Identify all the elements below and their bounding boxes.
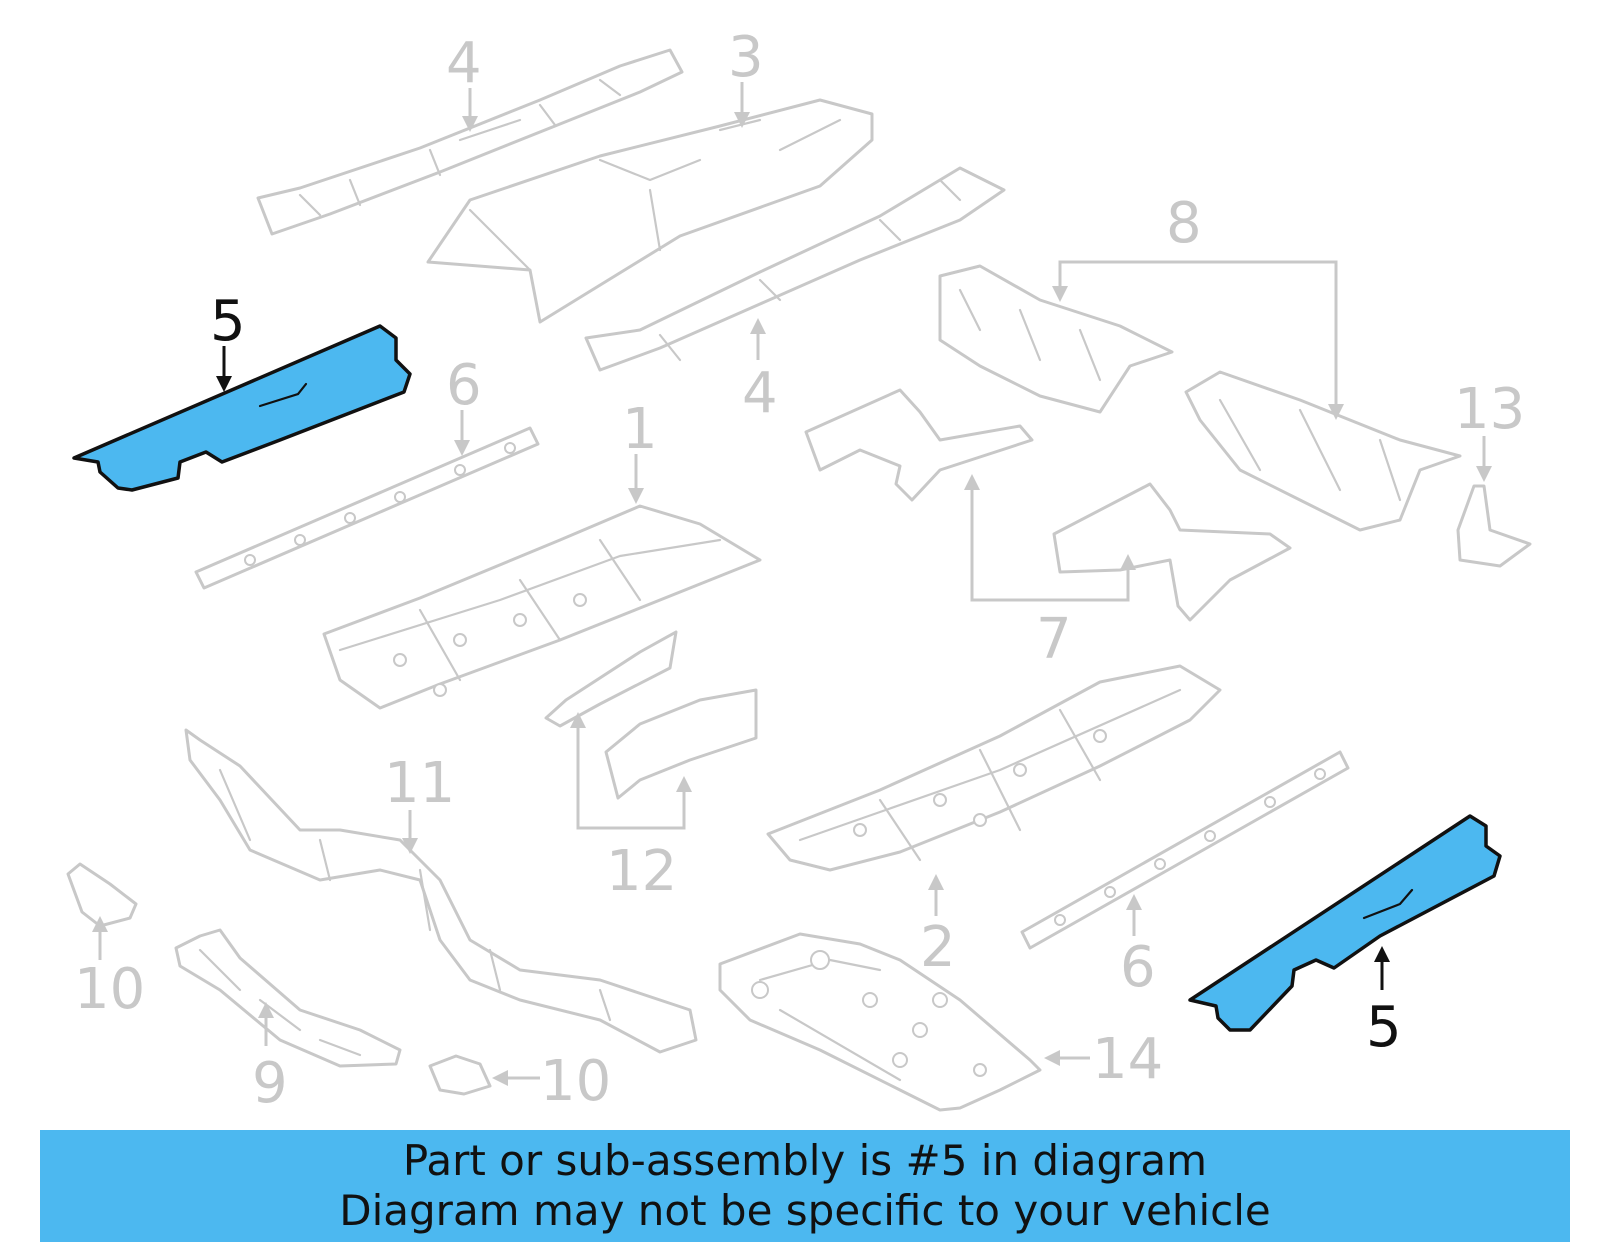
callout-13: 13 <box>1454 377 1525 482</box>
svg-text:14: 14 <box>1092 1027 1163 1092</box>
callout-6-right: 6 <box>1120 894 1156 1000</box>
part-1-front-floor-pan <box>322 504 762 710</box>
part-3-floor-tunnel <box>426 98 874 324</box>
svg-text:2: 2 <box>920 915 956 980</box>
part-4-mid-rail <box>584 166 1006 372</box>
info-banner: Part or sub-assembly is #5 in diagram Di… <box>40 1130 1570 1242</box>
svg-text:5: 5 <box>1366 995 1402 1060</box>
callout-12: 12 <box>570 712 692 904</box>
callout-5-left: 5 <box>210 289 246 392</box>
svg-text:5: 5 <box>210 289 246 354</box>
banner-line-part-number: Part or sub-assembly is #5 in diagram <box>402 1136 1208 1185</box>
callout-5-right: 5 <box>1366 946 1402 1060</box>
svg-text:4: 4 <box>446 31 482 96</box>
svg-text:1: 1 <box>622 397 658 462</box>
callout-9: 9 <box>252 1002 288 1116</box>
svg-text:10: 10 <box>540 1049 611 1114</box>
svg-text:3: 3 <box>728 25 764 90</box>
callout-14: 14 <box>1044 1027 1163 1092</box>
part-5-right-highlighted <box>1188 814 1502 1032</box>
callout-8: 8 <box>1052 191 1344 420</box>
part-2-rear-floor-pan <box>766 664 1222 872</box>
svg-text:9: 9 <box>252 1051 288 1116</box>
svg-text:12: 12 <box>606 839 677 904</box>
svg-text:6: 6 <box>1120 935 1156 1000</box>
callout-10-bottom: 10 <box>492 1049 611 1114</box>
svg-text:11: 11 <box>384 751 455 816</box>
part-9-crossmember <box>174 928 402 1068</box>
part-4-top-rail <box>256 48 684 236</box>
part-7-crossmember-a <box>804 388 1034 502</box>
callout-7: 7 <box>964 474 1136 672</box>
part-8-rear-crossmember-b <box>1184 370 1462 532</box>
part-10-bottom-bracket <box>428 1054 492 1096</box>
part-12-bracket-a <box>544 630 678 728</box>
svg-text:4: 4 <box>742 361 778 426</box>
part-14-under-panel <box>718 932 1042 1112</box>
part-6-right-strip <box>1020 750 1350 950</box>
svg-text:6: 6 <box>446 353 482 418</box>
part-11-long-rail <box>184 728 698 1054</box>
callout-6-left: 6 <box>446 353 482 456</box>
svg-text:8: 8 <box>1166 191 1202 256</box>
callout-10-left: 10 <box>74 916 145 1022</box>
callout-4-top: 4 <box>446 31 482 132</box>
callout-2: 2 <box>920 874 956 980</box>
part-12-bracket-b <box>604 688 758 800</box>
svg-text:13: 13 <box>1454 377 1525 442</box>
svg-text:7: 7 <box>1036 607 1072 672</box>
callout-1: 1 <box>622 397 658 504</box>
callout-3: 3 <box>728 25 764 128</box>
part-13-bracket <box>1456 484 1532 568</box>
part-5-left-highlighted <box>72 324 412 492</box>
svg-text:10: 10 <box>74 957 145 1022</box>
banner-line-disclaimer: Diagram may not be specific to your vehi… <box>339 1186 1271 1235</box>
part-8-rear-crossmember-a <box>938 264 1174 414</box>
part-10-left-bracket <box>66 862 138 928</box>
callout-4-mid: 4 <box>742 318 778 426</box>
callout-11: 11 <box>384 751 455 854</box>
part-6-left-strip <box>194 426 540 590</box>
